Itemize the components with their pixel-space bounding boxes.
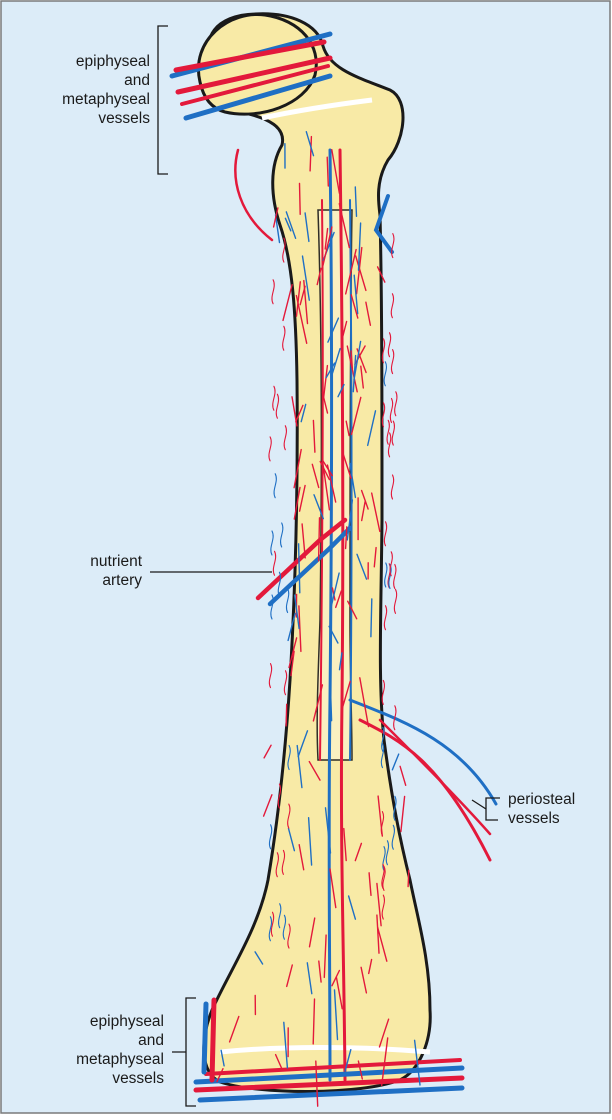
label-line: and bbox=[40, 1031, 164, 1050]
distal-artery-side bbox=[212, 1000, 214, 1080]
vessel-branch bbox=[300, 183, 301, 214]
vessel-branch bbox=[408, 870, 409, 886]
vessel-branch bbox=[371, 599, 372, 637]
bottom-epiphyseal-label: epiphyseal and metaphyseal vessels bbox=[40, 1012, 164, 1088]
label-line: metaphyseal bbox=[40, 1050, 164, 1069]
label-line: periosteal bbox=[508, 790, 608, 809]
vessel-branch bbox=[286, 704, 287, 726]
periosteal-vessels-label: periosteal vessels bbox=[508, 790, 608, 828]
label-line: and bbox=[30, 71, 150, 90]
label-line: vessels bbox=[508, 809, 608, 828]
label-line: artery bbox=[30, 571, 142, 590]
vessel-branch bbox=[331, 694, 332, 720]
label-line: vessels bbox=[30, 109, 150, 128]
label-line: metaphyseal bbox=[30, 90, 150, 109]
nutrient-artery-label: nutrient artery bbox=[30, 552, 142, 590]
label-line: epiphyseal bbox=[40, 1012, 164, 1031]
distal-vein-side bbox=[204, 1004, 206, 1072]
top-epiphyseal-label: epiphyseal and metaphyseal vessels bbox=[30, 52, 150, 128]
label-line: nutrient bbox=[30, 552, 142, 571]
label-line: vessels bbox=[40, 1069, 164, 1088]
vessel-branch bbox=[319, 518, 320, 561]
label-line: epiphyseal bbox=[30, 52, 150, 71]
